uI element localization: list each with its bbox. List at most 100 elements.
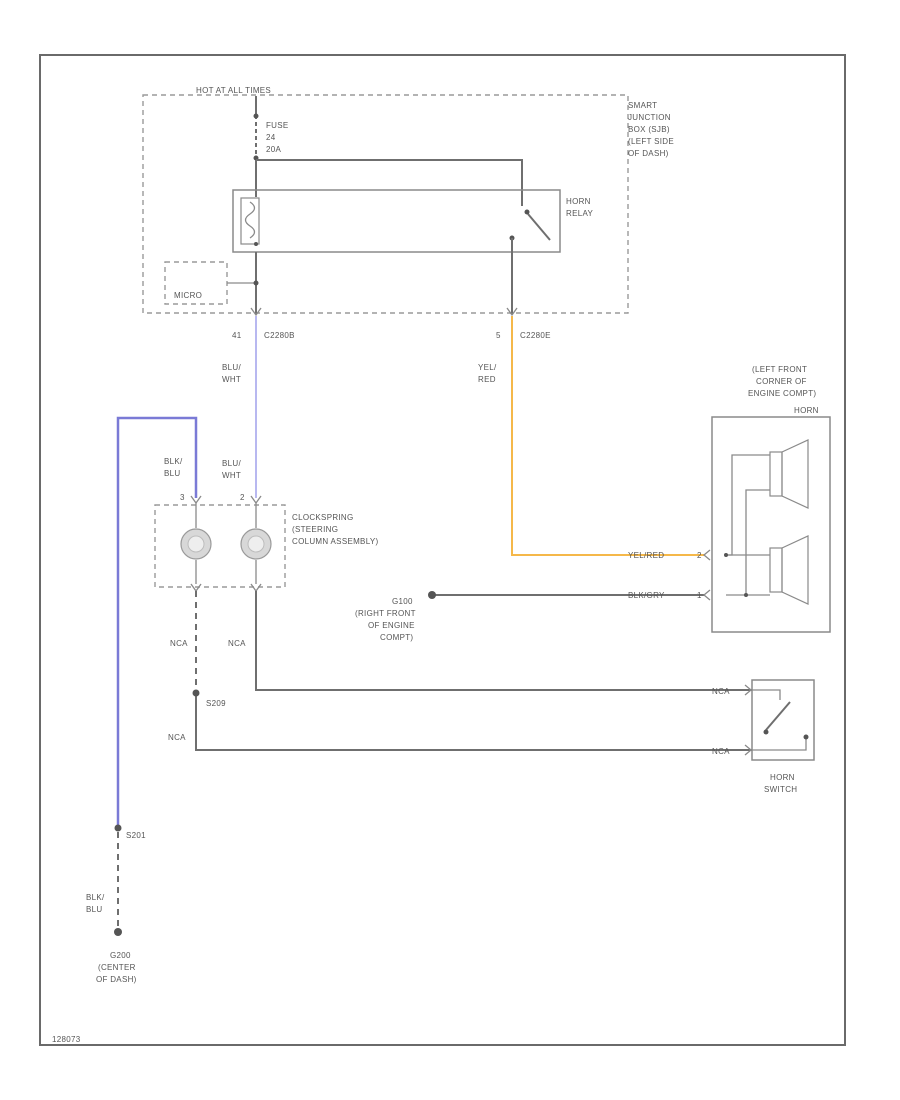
clockspring-pin-3-label: 3 [180,493,185,502]
horn-pin-1-label: 1 [697,591,702,600]
sjb-label-1: SMART [628,101,657,110]
sjb-label-3: BOX (SJB) [628,125,670,134]
clockspring-label-3: COLUMN ASSEMBLY) [292,537,378,546]
nca-label-1: NCA [170,639,188,648]
wire-nca-switch-bottom [195,690,752,751]
hot-at-all-times-label: HOT AT ALL TIMES [196,86,271,95]
relay-contact-feed-wire [256,159,523,206]
horn-junction-top [724,553,728,557]
fuse-terminal-top [253,113,259,119]
horn-location-1: (LEFT FRONT [752,365,807,374]
wire-nca-switch-top [255,591,752,691]
splice-s201-symbol [114,824,122,832]
clockspring-boundary [154,504,286,588]
horn-internal-wire-1 [726,454,770,556]
relay-coil [240,197,260,245]
horn-switch-connector-top [744,684,753,696]
horn-switch-pin-bottom-label: NCA [712,747,730,756]
wire-blk-blu-bottom-label-a: BLK/ [86,893,105,902]
relay-coil-winding [244,201,256,239]
nca-label-3: NCA [168,733,186,742]
splice-s209-label: S209 [206,699,226,708]
horn-switch-contact-2 [803,734,809,740]
wire-blu-wht-label-1b: WHT [222,375,241,384]
relay-switch-arm [527,213,551,241]
splice-s209-symbol [192,689,200,697]
sjb-label-5: OF DASH) [628,149,669,158]
ground-g100-label-1: G100 [392,597,413,606]
horn-2-bell [781,535,809,605]
horn-switch-box [751,679,815,761]
micro-module-label: MICRO [174,291,202,300]
horn-switch-lead-top [752,689,781,700]
horn-switch-label-1: HORN [770,773,795,782]
wire-yel-red-horn-label: YEL/RED [628,551,664,560]
horn-1-bell [781,439,809,509]
relay-label-2: RELAY [566,209,594,218]
pin-41-label: 41 [232,331,242,340]
ground-g100-label-4: COMPT) [380,633,413,642]
sjb-boundary [142,94,629,314]
wire-blk-blu-label-a: BLK/ [164,457,183,466]
pin-5-label: 5 [496,331,501,340]
relay-coil-terminal [254,242,258,246]
horn-switch-arm [765,701,791,731]
horn-switch-contact-1 [763,729,769,735]
wire-blk-blu-label-b: BLU [164,469,180,478]
horn-connector-top [702,549,711,561]
wire-blk-gry-horn-label: BLK/GRY [628,591,665,600]
horn-relay-box [232,189,561,253]
fuse-label-number: 24 [266,133,276,142]
ground-g100-label-3: OF ENGINE [368,621,415,630]
clockspring-coil-right-inner [247,535,265,553]
horn-1-body [769,451,783,497]
horn-location-2: CORNER OF [756,377,807,386]
clockspring-coil-left-inner [187,535,205,553]
relay-contact-top [524,209,530,215]
module-junction [253,280,259,286]
ground-g200-label-2: (CENTER [98,963,136,972]
clockspring-label-1: CLOCKSPRING [292,513,354,522]
sjb-label-2: JUNCTION [628,113,671,122]
horn-location-3: ENGINE COMPT) [748,389,816,398]
connector-c2280e-symbol [506,307,518,317]
fuse-label-rating: 20A [266,145,281,154]
wire-blu-wht-label-1a: BLU/ [222,363,241,372]
horn-connector-bottom [702,589,711,601]
horn-switch-label-2: SWITCH [764,785,797,794]
wire-blk-blu-bottom-label-b: BLU [86,905,102,914]
horn-name-label: HORN [794,406,819,415]
ground-g200-symbol [114,928,122,936]
fuse-label-name: FUSE [266,121,289,130]
wire-yel-red-label-b: RED [478,375,496,384]
horn-box [711,416,831,633]
horn-internal-wire-3 [745,489,770,595]
horn-junction-bottom [744,593,748,597]
wire-blu-wht-label-2a: BLU/ [222,459,241,468]
figure-id: 128073 [52,1035,81,1044]
horn-switch-lead-bottom [752,738,807,751]
horn-2-body [769,547,783,593]
nca-label-2: NCA [228,639,246,648]
clockspring-label-2: (STEERING [292,525,338,534]
connector-c2280e-label: C2280E [520,331,551,340]
ground-g100-label-2: (RIGHT FRONT [355,609,416,618]
clockspring-pin-2-label: 2 [240,493,245,502]
ground-g200-label-3: OF DASH) [96,975,137,984]
relay-label-1: HORN [566,197,591,206]
ground-g200-label-1: G200 [110,951,131,960]
horn-pin-2-label: 2 [697,551,702,560]
sjb-label-4: (LEFT SIDE [628,137,674,146]
connector-c2280b-label: C2280B [264,331,295,340]
wire-yel-red [511,316,705,556]
connector-c2280b-symbol [250,307,262,317]
ground-g100-symbol [428,591,436,599]
horn-switch-connector-bottom [744,744,753,756]
wire-blu-wht-label-2b: WHT [222,471,241,480]
wire-yel-red-label-a: YEL/ [478,363,497,372]
horn-switch-pin-top-label: NCA [712,687,730,696]
wire-blk-blu [116,416,198,825]
diagram-frame [39,54,846,1046]
splice-s201-label: S201 [126,831,146,840]
